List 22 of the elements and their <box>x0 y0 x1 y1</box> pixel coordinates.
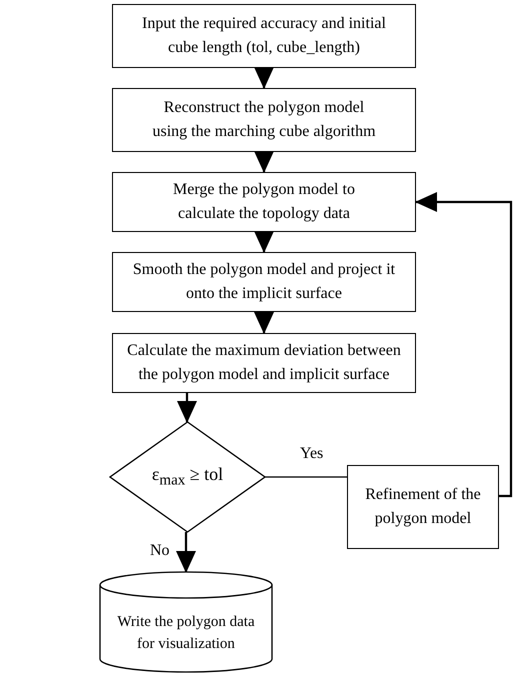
step-text: Input the required accuracy and initial cube length (tol, cube_length) <box>141 14 387 58</box>
condition-text: ε$_{max}$ ≥ tol <box>150 463 224 492</box>
arrow <box>254 312 274 334</box>
arrow <box>254 231 274 253</box>
process-box <box>112 252 416 312</box>
process-box <box>112 88 416 152</box>
arrow <box>254 67 274 89</box>
step-text: Reconstruct the polygon model using the marching cube algorithm <box>151 98 377 142</box>
process-box <box>347 465 499 549</box>
process-box <box>112 333 416 393</box>
step-text: Calculate the maximum deviation between the polygon model and implicit surface <box>126 341 402 385</box>
arrow <box>254 151 274 173</box>
step-text: Merge the polygon model to calculate the topology data <box>172 180 356 224</box>
arrow <box>415 192 512 498</box>
arrow <box>177 393 197 423</box>
arrow <box>176 532 196 573</box>
process-box <box>112 4 416 68</box>
step-text: Write the polygon data for visualization <box>116 612 256 654</box>
process-box <box>112 172 416 232</box>
connector-line <box>265 476 347 478</box>
step-text: Smooth the polygon model and project it onto the implicit surface <box>132 260 396 304</box>
step-text: Refinement of the polygon model <box>364 485 482 529</box>
